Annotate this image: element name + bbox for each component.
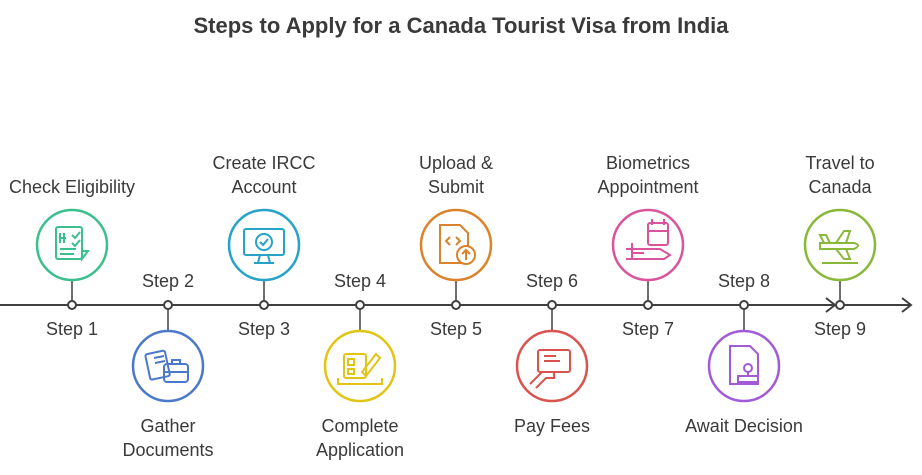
step-number-label: Step 7: [621, 319, 675, 339]
step-title-line: Travel to: [805, 153, 875, 173]
step-title-line: Account: [231, 177, 297, 197]
step-title-line: Documents: [122, 440, 214, 460]
step-title-line: Canada: [808, 177, 872, 197]
step-number-label: Step 8: [717, 271, 771, 291]
file-upload-icon: [419, 208, 493, 282]
step-title-line: Await Decision: [685, 416, 803, 436]
step-title: Create IRCC Account: [179, 151, 349, 199]
step-title: Pay Fees: [467, 414, 637, 438]
briefcase-documents-icon: [131, 329, 205, 403]
timeline-dot: [259, 300, 269, 310]
step-title-line: Check Eligibility: [8, 177, 136, 197]
step-number-label: Step 9: [813, 319, 867, 339]
step-title: Await Decision: [659, 414, 829, 438]
step-title-line: Submit: [427, 177, 485, 197]
step-number-label: Step 5: [429, 319, 483, 339]
step-title-line: Biometrics: [605, 153, 690, 173]
step-title: Travel to Canada: [755, 151, 922, 199]
timeline-dot: [643, 300, 653, 310]
timeline-dot: [835, 300, 845, 310]
document-stamp-icon: [707, 329, 781, 403]
step-number-label: Step 6: [525, 271, 579, 291]
step-title-line: Complete: [321, 416, 399, 436]
fingerprint-calendar-icon: [611, 208, 685, 282]
step-title-line: Create IRCC: [212, 153, 316, 173]
form-pencil-icon: [323, 329, 397, 403]
step-number-label: Step 4: [333, 271, 387, 291]
step-title: Check Eligibility: [0, 175, 157, 199]
timeline-dot: [67, 300, 77, 310]
timeline-dot: [739, 300, 749, 310]
step-title-line: Upload &: [418, 153, 494, 173]
timeline-dot: [163, 300, 173, 310]
step-title-line: Application: [315, 440, 405, 460]
timeline-arrow-head: [901, 297, 913, 313]
timeline-dot: [355, 300, 365, 310]
step-number-label: Step 3: [237, 319, 291, 339]
step-number-label: Step 2: [141, 271, 195, 291]
computer-check-icon: [227, 208, 301, 282]
page-title: Steps to Apply for a Canada Tourist Visa…: [193, 13, 729, 38]
checklist-icon: [35, 208, 109, 282]
step-title-line: Pay Fees: [513, 416, 591, 436]
airplane-icon: [803, 208, 877, 282]
card-payment-icon: [515, 329, 589, 403]
timeline-dot: [547, 300, 557, 310]
step-title-line: Appointment: [597, 177, 699, 197]
step-title: Upload & Submit: [371, 151, 541, 199]
timeline-dot: [451, 300, 461, 310]
step-number-label: Step 1: [45, 319, 99, 339]
step-title-line: Gather: [140, 416, 196, 436]
